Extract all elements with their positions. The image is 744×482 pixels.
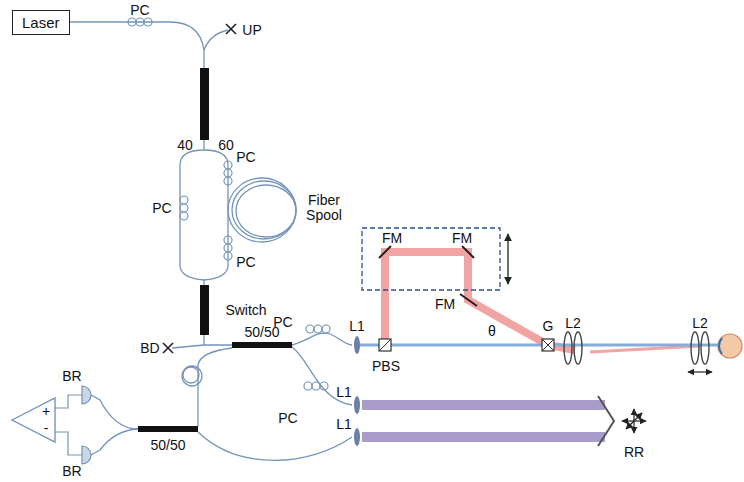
node-text: Laser — [22, 14, 60, 31]
part-label: Fiber Spool — [302, 193, 346, 223]
lens-label: L2 — [692, 316, 708, 330]
part-label: 40 — [177, 138, 193, 152]
controller-label: PC — [278, 411, 297, 425]
part-label: BD — [140, 341, 159, 355]
controller-label: PC — [130, 3, 149, 17]
part-label: BR — [62, 464, 81, 478]
mirror-label: FM — [382, 231, 402, 245]
mirror-label: FM — [435, 297, 455, 311]
part-label: + — [42, 404, 50, 418]
part-label: UP — [242, 23, 261, 37]
laser-box: Laser — [12, 10, 70, 35]
part-label: G — [543, 319, 554, 333]
part-label: - — [44, 421, 49, 435]
part-label: Switch — [225, 303, 266, 317]
lens-label: L1 — [336, 417, 352, 431]
part-label: BR — [62, 369, 81, 383]
lens-label: L1 — [349, 319, 365, 333]
part-label: PBS — [372, 359, 400, 373]
controller-label: PC — [273, 315, 292, 329]
part-label: RR — [624, 445, 644, 459]
lens-label: L2 — [565, 316, 581, 330]
mirror-label: FM — [452, 231, 472, 245]
part-label: 60 — [218, 138, 234, 152]
lens-label: L1 — [336, 385, 352, 399]
controller-label: PC — [236, 150, 255, 164]
coupler-label: 50/50 — [150, 438, 185, 452]
controller-label: PC — [152, 201, 171, 215]
part-label: θ — [488, 324, 496, 338]
controller-label: PC — [236, 255, 255, 269]
